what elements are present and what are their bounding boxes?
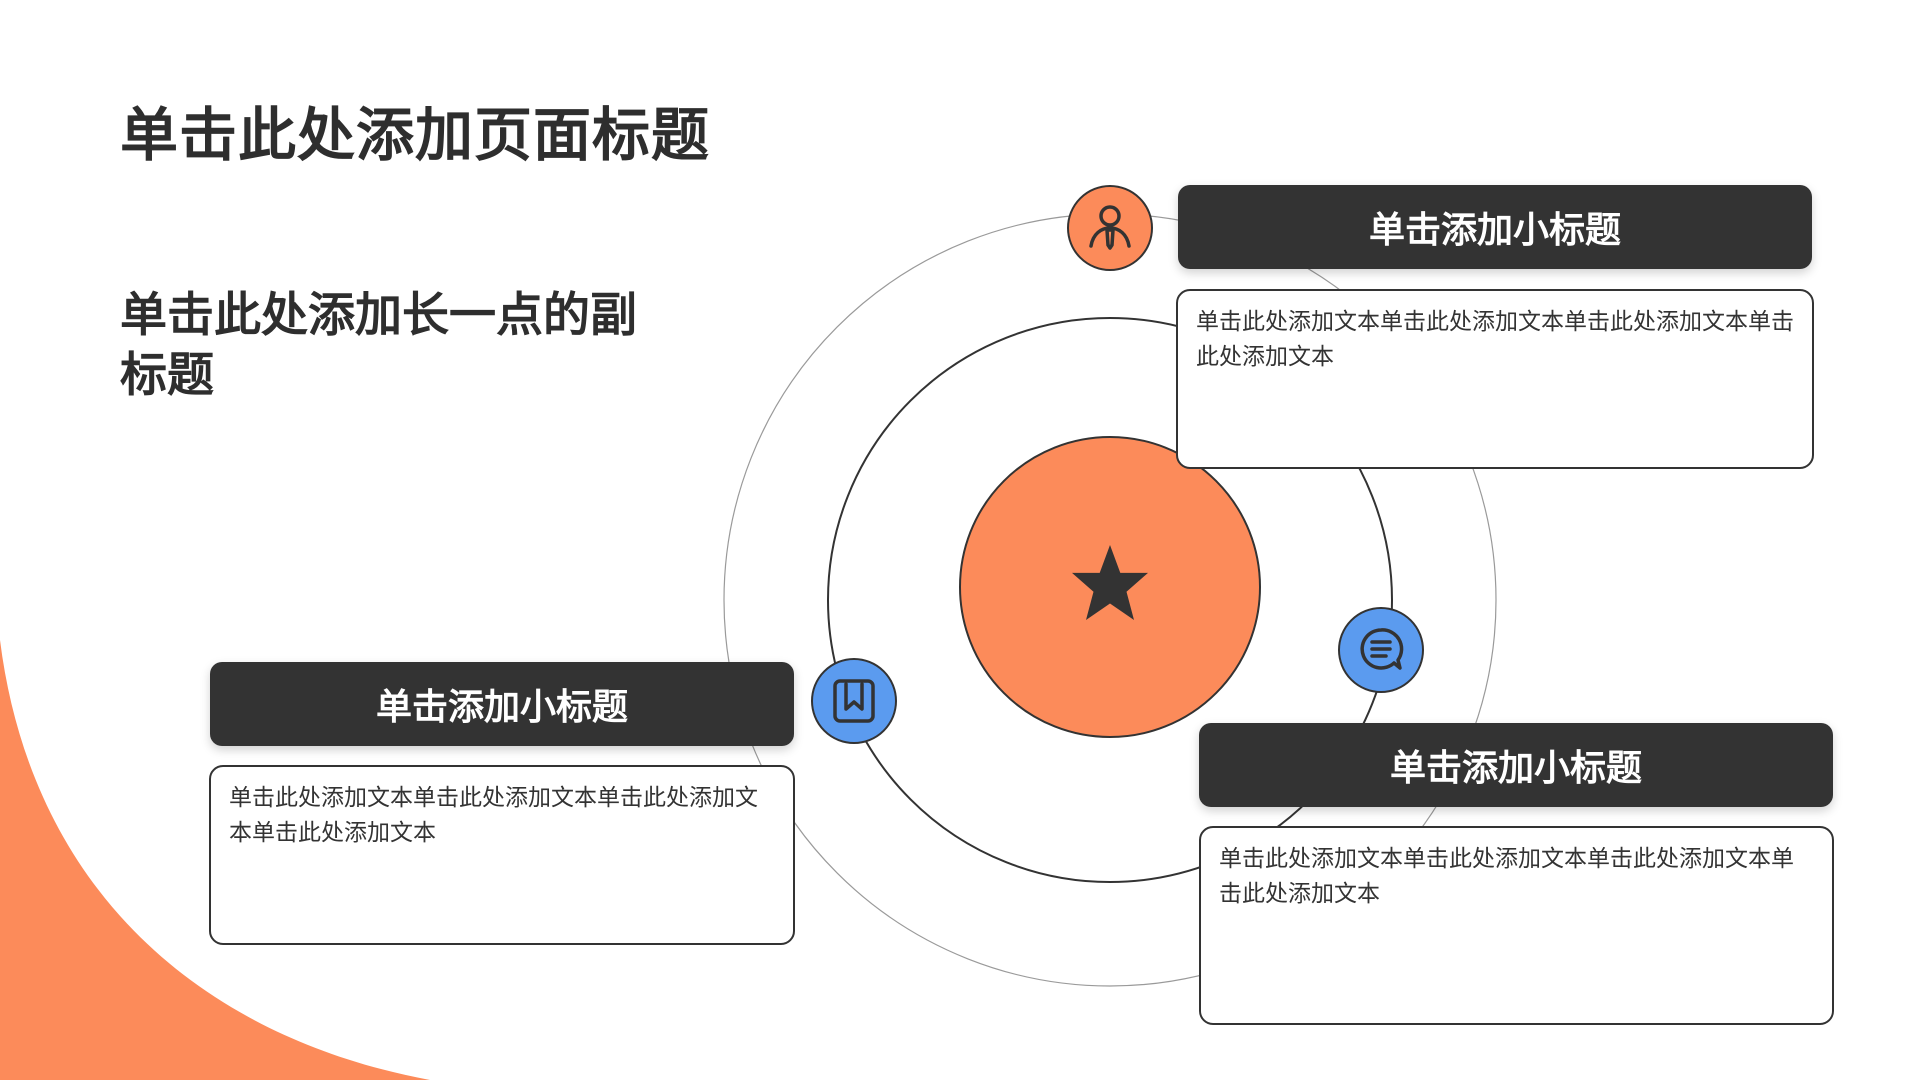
item-1-text: 单击此处添加文本单击此处添加文本单击此处添加文本单击此处添加文本 [1196, 309, 1794, 370]
item-1-textbox[interactable]: 单击此处添加文本单击此处添加文本单击此处添加文本单击此处添加文本 [1176, 289, 1814, 469]
item-2-heading[interactable]: 单击添加小标题 [210, 662, 794, 746]
item-3-heading[interactable]: 单击添加小标题 [1199, 723, 1833, 807]
bookmark-icon [833, 679, 875, 723]
item-2-icon-badge [811, 658, 897, 744]
inner-orbit-ring [827, 317, 1393, 883]
item-1-icon-badge [1067, 185, 1153, 271]
item-1-heading[interactable]: 单击添加小标题 [1178, 185, 1812, 269]
item-2-text: 单击此处添加文本单击此处添加文本单击此处添加文本单击此处添加文本 [229, 785, 758, 846]
page-title[interactable]: 单击此处添加页面标题 [120, 101, 711, 169]
star-icon [1072, 545, 1148, 620]
page-subtitle[interactable]: 单击此处添加长一点的副标题 [120, 288, 637, 403]
item-3-text: 单击此处添加文本单击此处添加文本单击此处添加文本单击此处添加文本 [1219, 846, 1794, 907]
item-3-textbox[interactable]: 单击此处添加文本单击此处添加文本单击此处添加文本单击此处添加文本 [1199, 826, 1834, 1025]
chat-bubble-icon [1360, 628, 1404, 670]
item-2-textbox[interactable]: 单击此处添加文本单击此处添加文本单击此处添加文本单击此处添加文本 [209, 765, 795, 945]
item-3-icon-badge [1338, 607, 1424, 693]
corner-decoration [0, 640, 430, 1080]
person-tie-icon [1089, 205, 1131, 250]
